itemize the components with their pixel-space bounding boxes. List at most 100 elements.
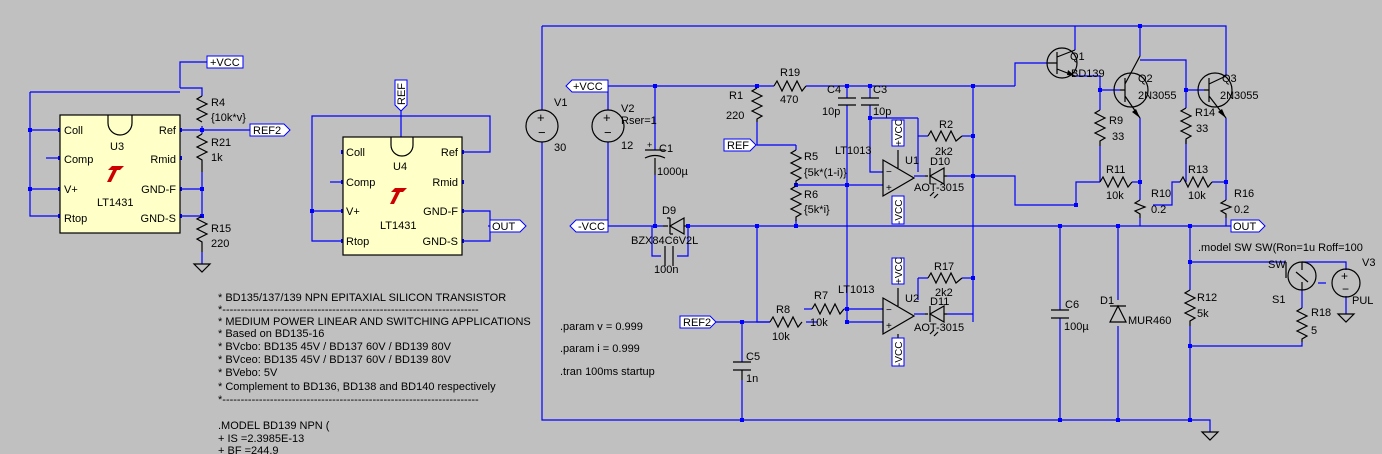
svg-text:10k: 10k: [810, 317, 828, 329]
svg-text:Q1: Q1: [1070, 51, 1085, 63]
d1-diode[interactable]: D1 MUR460: [1100, 295, 1171, 327]
net-label-ref2-main[interactable]: [679, 315, 717, 329]
r11-resistor[interactable]: R11 10k: [1099, 164, 1133, 202]
svg-text:*-----------------------------: *---------------------------------------…: [218, 394, 479, 406]
r6-resistor[interactable]: R6 {5k*i}: [789, 185, 830, 221]
u3-part: LT1431: [97, 197, 134, 209]
u3-ref: U3: [110, 141, 124, 153]
svg-text:S1: S1: [1272, 294, 1285, 306]
net-label-vcc-pos[interactable]: [206, 55, 244, 69]
r5-resistor[interactable]: R5 {5k*(1-i)}: [789, 149, 847, 185]
svg-text:U2: U2: [905, 293, 919, 305]
svg-text:10p: 10p: [822, 106, 840, 118]
q3-transistor[interactable]: Q3 2N3055: [1197, 72, 1259, 119]
r16-resistor[interactable]: R16 0.2: [1219, 188, 1254, 218]
c2-capacitor[interactable]: 100n: [654, 246, 678, 276]
r21-resistor[interactable]: [195, 133, 209, 172]
svg-text:R2: R2: [939, 119, 953, 131]
u4-block[interactable]: Coll Comp V+ Rtop Ref Rmid GND-F GND-S U…: [310, 79, 527, 256]
r2-resistor[interactable]: R2 2k2: [927, 119, 963, 158]
svg-text:V1: V1: [554, 97, 567, 109]
net-label-ref-vertical[interactable]: [394, 79, 408, 112]
svg-text:5: 5: [1311, 325, 1317, 337]
svg-text:+VCC: +VCC: [894, 257, 905, 284]
svg-text:+: +: [647, 140, 652, 150]
u4-chip[interactable]: [342, 136, 463, 256]
r13-resistor[interactable]: R13 10k: [1179, 164, 1213, 202]
r17-resistor[interactable]: R17 2k2: [927, 261, 963, 299]
svg-text:R21: R21: [211, 137, 231, 149]
net-label-out-u4[interactable]: [489, 219, 527, 233]
svg-text:GND-F: GND-F: [423, 206, 458, 218]
svg-text:C1: C1: [659, 143, 673, 155]
svg-text:V+: V+: [64, 184, 78, 196]
u1-opamp[interactable]: − + +VCC -VCC LT1013 U1: [835, 119, 919, 225]
d10-led[interactable]: D10 AOT-3015: [914, 156, 964, 199]
q1-transistor[interactable]: Q1 BD139: [1046, 47, 1105, 80]
svg-text:.MODEL BD139 NPN (: .MODEL BD139 NPN (: [218, 420, 330, 432]
c4-capacitor[interactable]: C4 10p: [822, 84, 856, 118]
svg-text:GND-F: GND-F: [141, 184, 176, 196]
svg-text:D10: D10: [930, 156, 950, 168]
svg-text:2k2: 2k2: [935, 287, 953, 299]
r18-resistor[interactable]: R18 5: [1295, 307, 1331, 342]
r10-resistor[interactable]: R10 0.2: [1133, 188, 1171, 218]
svg-text:Rtop: Rtop: [346, 236, 369, 248]
svg-text:2N3055: 2N3055: [1220, 90, 1259, 102]
net-label-vcc-pos-main[interactable]: [565, 79, 609, 93]
svg-text:Q3: Q3: [1222, 73, 1237, 85]
v1-source[interactable]: + − V1 30: [525, 97, 567, 154]
svg-text:D11: D11: [930, 296, 949, 308]
svg-text:REF2: REF2: [683, 317, 711, 329]
svg-text:BZX84C6V2L: BZX84C6V2L: [631, 235, 698, 247]
r1-resistor[interactable]: R1 220: [726, 87, 764, 122]
svg-text:* BVebo: 5V: * BVebo: 5V: [218, 367, 278, 379]
svg-text:{10k*v}: {10k*v}: [211, 112, 246, 124]
svg-text:−: −: [538, 125, 546, 140]
r4-resistor[interactable]: [195, 95, 209, 123]
c5-capacitor[interactable]: C5 1n: [733, 351, 760, 385]
bd139-model-comment[interactable]: * BD135/137/139 NPN EPITAXIAL SILICON TR…: [218, 292, 531, 454]
v2-source[interactable]: + − V2 Rser=1 12: [591, 103, 657, 152]
svg-text:R4: R4: [211, 97, 225, 109]
svg-text:Coll: Coll: [64, 125, 83, 137]
net-label-vcc-neg-main[interactable]: [569, 219, 609, 233]
svg-text:LT1013: LT1013: [835, 145, 872, 157]
c3-capacitor[interactable]: C3 10p: [861, 84, 891, 118]
net-label-ref2[interactable]: [249, 123, 291, 137]
svg-text:R6: R6: [804, 189, 818, 201]
u3-block[interactable]: Coll Comp V+ Rtop Ref Rmid GND-F GND-S U…: [28, 55, 291, 273]
svg-text:+: +: [537, 110, 545, 125]
r9-resistor[interactable]: R9 33: [1093, 109, 1124, 146]
svg-text:+: +: [886, 321, 892, 332]
r7-resistor[interactable]: R7 10k: [810, 290, 845, 329]
svg-text:10p: 10p: [873, 106, 891, 118]
v3-source[interactable]: + − V3 PUL: [1331, 257, 1375, 307]
r14-resistor[interactable]: R14 33: [1179, 107, 1215, 144]
svg-text:−: −: [886, 167, 892, 178]
svg-text:100µ: 100µ: [1064, 321, 1089, 333]
q2-transistor[interactable]: Q2 2N3055: [1113, 55, 1177, 119]
spice-directives[interactable]: .param v = 0.999 .param i = 0.999 .tran …: [560, 242, 1363, 378]
svg-text:+VCC: +VCC: [894, 119, 905, 146]
r15-resistor[interactable]: [195, 215, 209, 252]
net-label-ref[interactable]: [723, 138, 757, 152]
r12-resistor[interactable]: R12 5k: [1183, 289, 1217, 326]
u2-opamp[interactable]: − + +VCC -VCC LT1013 U2: [838, 257, 919, 367]
svg-text:LT1013: LT1013: [838, 284, 875, 296]
net-label-out-main[interactable]: [1230, 219, 1266, 233]
svg-text:OUT: OUT: [1233, 221, 1257, 233]
r19-resistor[interactable]: R19 470: [773, 67, 807, 106]
d9-zener[interactable]: D9 BZX84C6V2L: [631, 205, 698, 247]
ground-icon: [1336, 313, 1356, 323]
s1-switch[interactable]: SW S1: [1268, 259, 1317, 306]
c6-capacitor[interactable]: C6 100µ: [1051, 299, 1089, 333]
svg-text:R9: R9: [1109, 115, 1123, 127]
svg-text:+VCC: +VCC: [210, 57, 240, 69]
c1-capacitor[interactable]: + C1 1000µ: [644, 140, 688, 178]
svg-text:R19: R19: [780, 67, 800, 79]
svg-text:C3: C3: [873, 84, 887, 96]
d11-led[interactable]: D11 AOT-3015: [914, 296, 964, 337]
r8-resistor[interactable]: R8 10k: [769, 304, 803, 343]
